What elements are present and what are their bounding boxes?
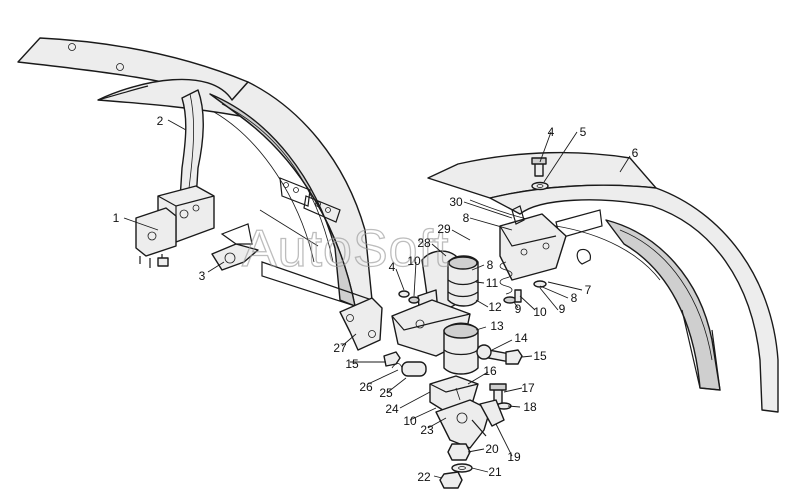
small-fasteners-mid [398,290,420,304]
callout-label: 30 [449,195,463,209]
callout-label: 26 [359,380,373,394]
mounting-plate [499,205,567,281]
callout-label: 9 [515,302,522,316]
callout-label: 10 [407,254,421,268]
callout-label: 4 [389,260,396,274]
callout-label: 25 [379,386,393,400]
spring-assembly-left [383,351,427,377]
callout-label: 18 [523,400,537,414]
callout-label: 15 [533,349,547,363]
left-bracket-assembly [135,185,215,268]
lower-latch-block [429,375,491,449]
callout-label: 14 [514,331,528,345]
callout-label: 6 [632,146,639,160]
callout-label: 20 [485,442,499,456]
callout-label: 29 [437,222,451,236]
callout-label: 24 [385,402,399,416]
callout-label: 8 [463,211,470,225]
callout-label: 3 [199,269,206,283]
arm-plate [339,297,383,351]
callout-label: 2 [157,114,164,128]
callout-label: 4 [548,125,555,139]
callout-numbers: 1 2 3 4 5 6 30 8 29 28 4 10 8 11 7 8 9 1… [113,114,639,484]
bolt-and-nut-14-15 [476,344,523,365]
callout-label: 5 [580,125,587,139]
callout-label: 8 [571,291,578,305]
lower-fasteners [439,443,473,489]
callout-label: 11 [486,276,499,290]
callout-label: 10 [403,414,417,428]
stand-tube [179,89,204,201]
main-hinge-body [391,299,479,375]
pivot-tube [417,250,479,319]
callout-label: 19 [507,450,521,464]
callout-label: 17 [521,381,535,395]
callout-label: 13 [490,319,504,333]
callout-label: 10 [533,305,547,319]
small-bracket [211,223,259,271]
callout-label: 27 [333,341,347,355]
leader-lines [123,119,631,479]
callout-label: 15 [345,357,359,371]
watermark-text: AutoSoft [242,220,449,278]
callout-label: 7 [585,283,592,297]
callout-label: 22 [417,470,431,484]
callout-label: 23 [420,423,434,437]
latch-link [479,399,505,427]
callout-label: 28 [417,236,431,250]
callout-label: 16 [483,364,497,378]
callout-label: 8 [487,258,494,272]
bolt-and-washer-top [531,157,549,191]
callout-label: 9 [559,302,566,316]
callout-label: 12 [488,300,502,314]
callout-label: 1 [113,211,120,225]
callout-label: 21 [488,465,502,479]
spring-stack-right [499,261,547,304]
